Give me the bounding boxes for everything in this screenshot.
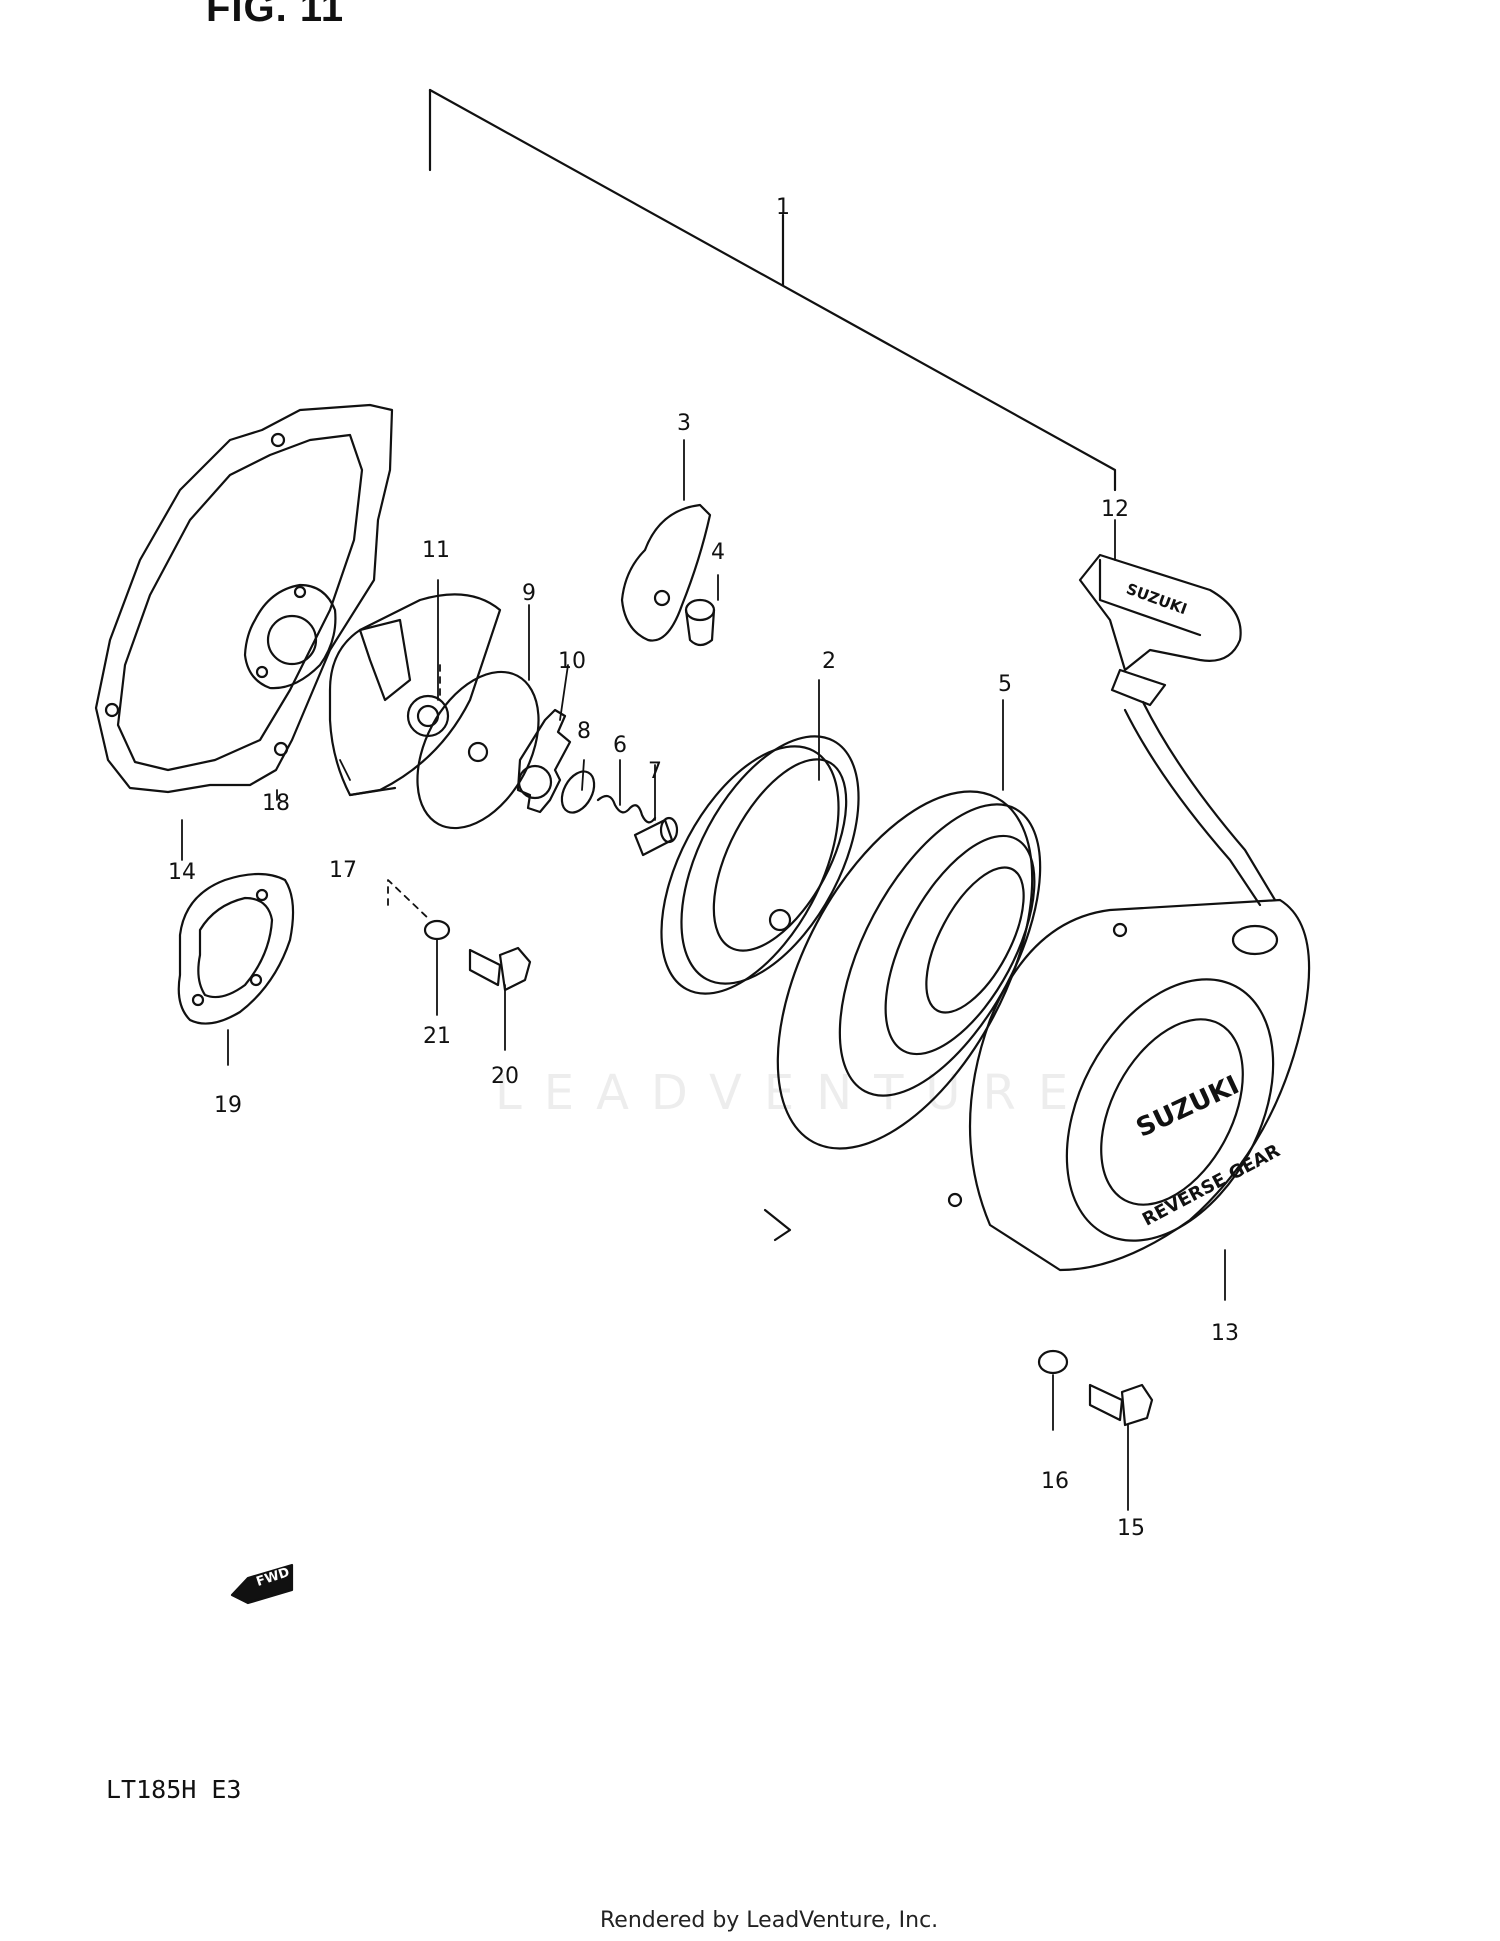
ratchet-guide-part [516, 708, 572, 814]
callout-11: 11 [422, 538, 450, 563]
callout-1: 1 [776, 195, 790, 220]
starter-case-part [947, 898, 1311, 1272]
callout-9: 9 [522, 581, 536, 606]
friction-plate-part [416, 670, 540, 830]
callout-12: 12 [1101, 497, 1129, 522]
washer-21-part [423, 919, 451, 941]
callout-2: 2 [822, 649, 836, 674]
drum-part [660, 735, 860, 995]
callout-17: 17 [329, 858, 357, 883]
callout-16: 16 [1041, 1469, 1069, 1494]
callout-15: 15 [1117, 1516, 1145, 1541]
callout-3: 3 [677, 411, 691, 436]
handle-part [1078, 553, 1277, 907]
callout-8: 8 [577, 719, 591, 744]
callout-6: 6 [613, 733, 627, 758]
callout-21: 21 [423, 1024, 451, 1049]
watermark: LEADVENTURE [495, 1065, 1091, 1121]
pin-part [684, 598, 716, 647]
callout-5: 5 [998, 672, 1012, 697]
recoil-spring-part [763, 790, 1042, 1242]
callout-14: 14 [168, 860, 196, 885]
model-code: LT185H E3 [106, 1775, 242, 1804]
figure-title: FIG. 11 [206, 0, 345, 30]
bolt-20-part [468, 946, 532, 992]
callout-18: 18 [262, 791, 290, 816]
assembly-bracket [428, 88, 1117, 492]
gasket-part [94, 403, 394, 794]
callout-20: 20 [491, 1064, 519, 1089]
plate-18-part [243, 583, 337, 690]
fwd-arrow-icon [230, 1563, 294, 1605]
shaft-part [633, 816, 679, 857]
callout-13: 13 [1211, 1321, 1239, 1346]
callout-4: 4 [711, 540, 725, 565]
starter-cup-part [328, 593, 502, 797]
callout-19: 19 [214, 1093, 242, 1118]
leader-lines [181, 439, 1226, 1511]
footer-credit: Rendered by LeadVenture, Inc. [600, 1908, 939, 1933]
callout-10: 10 [558, 649, 586, 674]
washer-16-part [1037, 1349, 1069, 1375]
plate-19-part [177, 872, 295, 1025]
callout-7: 7 [648, 759, 662, 784]
bolt-15-part [1088, 1383, 1154, 1427]
pawl-part [620, 503, 712, 642]
washer-spring-part [560, 770, 657, 824]
